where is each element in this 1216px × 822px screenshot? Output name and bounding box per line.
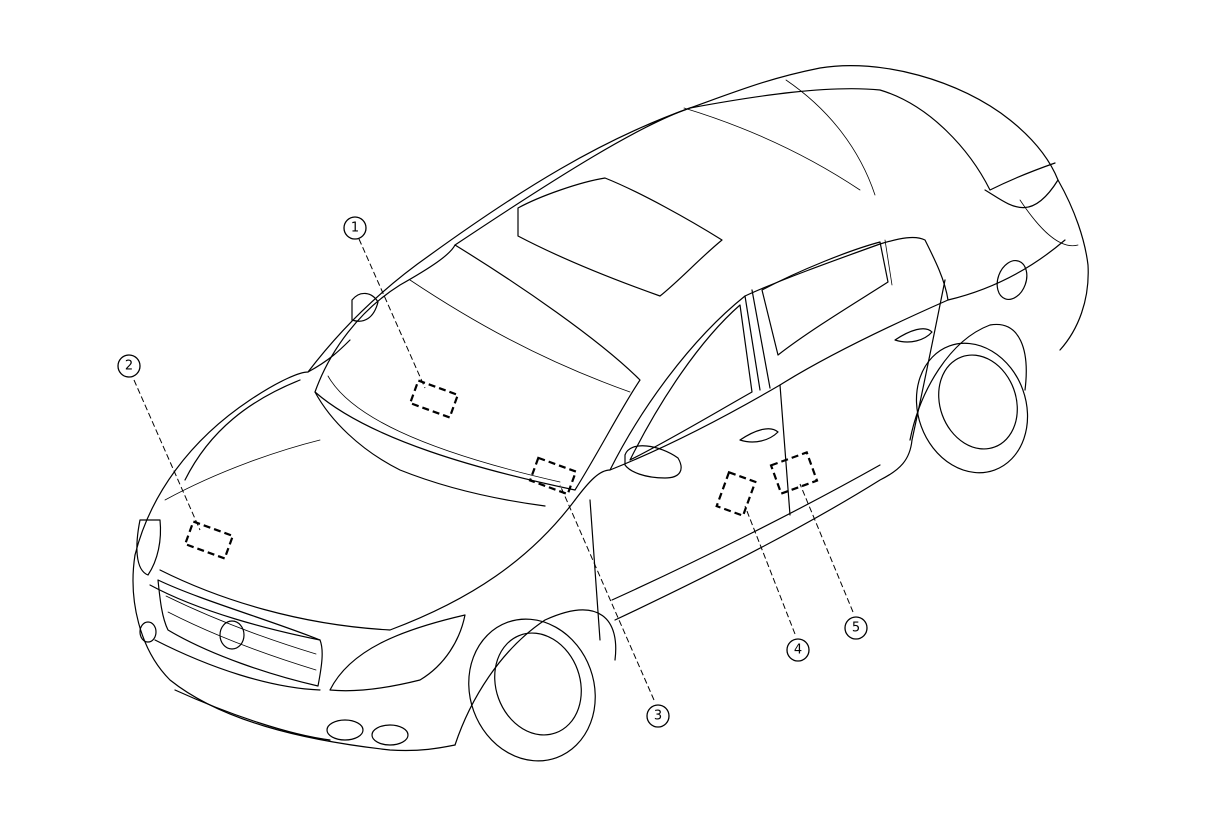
callout-1-label: 1 xyxy=(351,221,359,236)
callout-5: 5 xyxy=(844,616,868,640)
callout-1: 1 xyxy=(343,216,367,240)
callout-4-label: 4 xyxy=(794,643,802,658)
leader-line-5 xyxy=(799,483,854,613)
leader-line-3 xyxy=(559,484,655,701)
leader-line-2 xyxy=(133,379,201,531)
callout-4: 4 xyxy=(786,638,810,662)
callout-2-label: 2 xyxy=(125,359,133,374)
label-location-5-box xyxy=(769,450,819,496)
leader-line-1 xyxy=(358,238,426,389)
callout-2: 2 xyxy=(117,354,141,378)
callout-3: 3 xyxy=(646,704,670,728)
car-illustration xyxy=(132,65,1089,762)
callout-3-label: 3 xyxy=(654,709,662,724)
label-location-3-box xyxy=(528,456,578,496)
label-location-1-box xyxy=(408,379,460,419)
label-location-4-box xyxy=(715,470,757,518)
label-location-2-box xyxy=(183,520,235,560)
callout-5-label: 5 xyxy=(852,621,860,636)
label-locations xyxy=(183,379,819,560)
leader-line-4 xyxy=(744,505,796,635)
leader-lines xyxy=(133,238,854,701)
